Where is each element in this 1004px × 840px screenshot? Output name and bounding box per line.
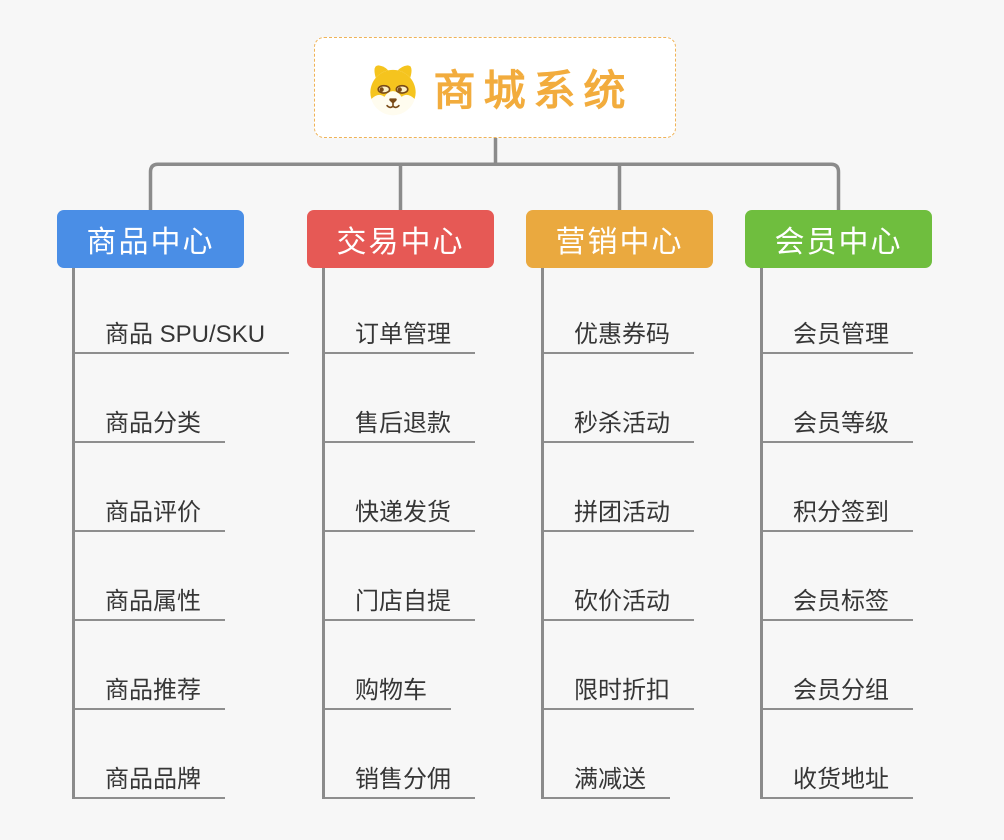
- branch-label: 商品中心: [86, 226, 215, 259]
- branch-child-item[interactable]: 会员管理: [763, 268, 913, 354]
- branch-label: 交易中心: [336, 226, 465, 259]
- branch-header[interactable]: 会员中心: [745, 210, 932, 268]
- branch-child-item[interactable]: 商品分类: [75, 354, 225, 443]
- branch-child-item[interactable]: 购物车: [325, 621, 451, 710]
- branch-child-item[interactable]: 优惠券码: [544, 268, 694, 354]
- branch-header[interactable]: 营销中心: [526, 210, 713, 268]
- branch-child-item[interactable]: 积分签到: [763, 443, 913, 532]
- bus-line: [148, 162, 841, 211]
- branch: 会员中心 会员管理会员等级积分签到会员标签会员分组收货地址: [745, 210, 932, 799]
- branch-child-item[interactable]: 商品推荐: [75, 621, 225, 710]
- branch-child-item[interactable]: 商品 SPU/SKU: [75, 268, 290, 354]
- root-title: 商城系统: [433, 67, 634, 114]
- branch-header[interactable]: 商品中心: [57, 210, 244, 268]
- branch-child-item[interactable]: 商品评价: [75, 443, 225, 532]
- branch-child-item[interactable]: 商品品牌: [75, 710, 225, 799]
- branch-child-item[interactable]: 砍价活动: [544, 532, 694, 621]
- branch-label: 会员中心: [774, 226, 903, 259]
- branch-child-item[interactable]: 售后退款: [325, 354, 475, 443]
- branch-child-item[interactable]: 订单管理: [325, 268, 475, 354]
- branch-child-item[interactable]: 销售分佣: [325, 710, 475, 799]
- branch-items: 优惠券码秒杀活动拼团活动砍价活动限时折扣满减送: [541, 268, 694, 799]
- branch-child-item[interactable]: 会员等级: [763, 354, 913, 443]
- branch-child-item[interactable]: 满减送: [544, 710, 670, 799]
- branch-label: 营销中心: [555, 226, 684, 259]
- branch-child-item[interactable]: 会员标签: [763, 532, 913, 621]
- root-node[interactable]: 商城系统: [314, 37, 676, 138]
- branch-child-item[interactable]: 门店自提: [325, 532, 475, 621]
- branch: 交易中心 订单管理售后退款快递发货门店自提购物车销售分佣: [307, 210, 494, 799]
- branch-child-item[interactable]: 快递发货: [325, 443, 475, 532]
- branch: 营销中心 优惠券码秒杀活动拼团活动砍价活动限时折扣满减送: [526, 210, 713, 799]
- branch-header[interactable]: 交易中心: [307, 210, 494, 268]
- branch-child-item[interactable]: 拼团活动: [544, 443, 694, 532]
- branch-child-item[interactable]: 商品属性: [75, 532, 225, 621]
- branch-child-item[interactable]: 限时折扣: [544, 621, 694, 710]
- branch-child-item[interactable]: 秒杀活动: [544, 354, 694, 443]
- branch-child-item[interactable]: 会员分组: [763, 621, 913, 710]
- branch-items: 订单管理售后退款快递发货门店自提购物车销售分佣: [322, 268, 475, 799]
- branch-child-item[interactable]: 收货地址: [763, 710, 913, 799]
- dog-face-icon: [370, 64, 417, 115]
- branch-items: 会员管理会员等级积分签到会员标签会员分组收货地址: [760, 268, 913, 799]
